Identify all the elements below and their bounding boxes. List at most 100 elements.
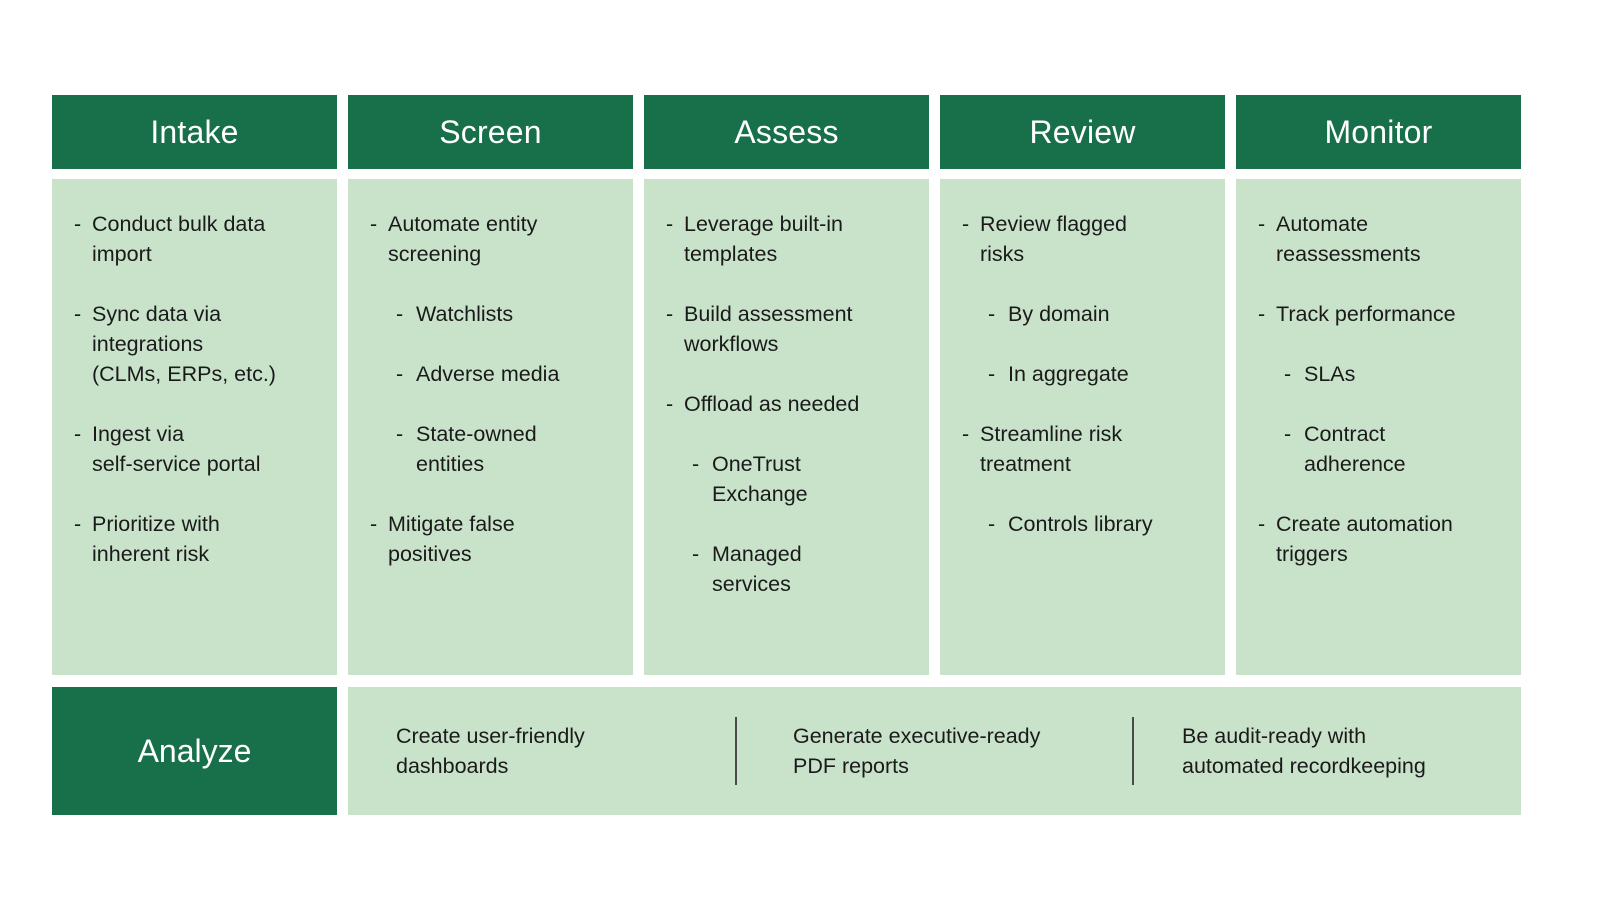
bullet-dash-icon: - (1258, 302, 1266, 326)
list-item: -Review flagged risks (962, 209, 1211, 269)
stage-column-review: Review-Review flagged risks-By domain-In… (940, 95, 1225, 675)
analyze-title: Analyze (137, 733, 252, 769)
stage-title: Assess (734, 114, 839, 150)
list-item: -Conduct bulk data import (74, 209, 323, 269)
bullet-dash-icon: - (692, 452, 700, 476)
list-item: -Contract adherence (1258, 419, 1507, 479)
list-item: -Offload as needed (666, 389, 915, 419)
bullet-text: Mitigate false positives (388, 512, 515, 566)
vertical-divider (1132, 717, 1134, 785)
list-item: -Sync data via integrations (CLMs, ERPs,… (74, 299, 323, 389)
bullet-text: Contract adherence (1304, 422, 1406, 476)
bullet-dash-icon: - (988, 302, 996, 326)
stage-body-intake: -Conduct bulk data import-Sync data via … (52, 179, 337, 675)
bullet-dash-icon: - (396, 362, 404, 386)
bullet-text: In aggregate (1008, 362, 1129, 386)
list-item: -Track performance (1258, 299, 1507, 329)
bullet-text: SLAs (1304, 362, 1356, 386)
list-item: -Watchlists (370, 299, 619, 329)
list-item: -OneTrust Exchange (666, 449, 915, 509)
bullet-dash-icon: - (74, 212, 82, 236)
bullet-text: Offload as needed (684, 392, 860, 416)
bullet-dash-icon: - (692, 542, 700, 566)
bullet-text: Managed services (712, 542, 802, 596)
analyze-header: Analyze (52, 687, 337, 815)
list-item: -Streamline risk treatment (962, 419, 1211, 479)
bullet-list: -Automate entity screening-Watchlists-Ad… (370, 209, 619, 569)
list-item: -Ingest via self-service portal (74, 419, 323, 479)
list-item: -Prioritize with inherent risk (74, 509, 323, 569)
bullet-dash-icon: - (988, 362, 996, 386)
bullet-text: Review flagged risks (980, 212, 1128, 266)
list-item: -Controls library (962, 509, 1211, 539)
bullet-text: Ingest via self-service portal (92, 422, 261, 476)
bullet-text: Controls library (1008, 512, 1153, 536)
analyze-items: Create user-friendly dashboards Generate … (348, 687, 1521, 815)
stage-header-screen: Screen (348, 95, 633, 169)
stage-column-assess: Assess-Leverage built-in templates-Build… (644, 95, 929, 675)
bullet-dash-icon: - (74, 422, 82, 446)
bullet-text: State-owned entities (416, 422, 537, 476)
list-item: -State-owned entities (370, 419, 619, 479)
bullet-text: Streamline risk treatment (980, 422, 1123, 476)
list-item: -Build assessment workflows (666, 299, 915, 359)
bullet-dash-icon: - (396, 422, 404, 446)
stage-title: Monitor (1324, 114, 1433, 150)
vertical-divider (735, 717, 737, 785)
stage-header-intake: Intake (52, 95, 337, 169)
bullet-dash-icon: - (962, 422, 970, 446)
list-item: -Mitigate false positives (370, 509, 619, 569)
bullet-text: Sync data via integrations (CLMs, ERPs, … (92, 302, 276, 386)
bullet-text: OneTrust Exchange (712, 452, 808, 506)
stage-columns: Intake-Conduct bulk data import-Sync dat… (52, 95, 1521, 675)
bullet-dash-icon: - (666, 212, 674, 236)
stage-header-assess: Assess (644, 95, 929, 169)
stage-body-assess: -Leverage built-in templates-Build asses… (644, 179, 929, 675)
bullet-text: Create automation triggers (1276, 512, 1453, 566)
list-item: -Automate entity screening (370, 209, 619, 269)
bullet-dash-icon: - (74, 512, 82, 536)
analyze-item: Create user-friendly dashboards (396, 724, 585, 778)
bullet-text: Adverse media (416, 362, 560, 386)
list-item: -Create automation triggers (1258, 509, 1507, 569)
bullet-text: By domain (1008, 302, 1110, 326)
bullet-dash-icon: - (666, 302, 674, 326)
bullet-list: -Review flagged risks-By domain-In aggre… (962, 209, 1211, 539)
analyze-item: Be audit-ready with automated recordkeep… (1182, 724, 1426, 778)
bullet-dash-icon: - (1284, 362, 1292, 386)
bullet-text: Track performance (1276, 302, 1456, 326)
bullet-dash-icon: - (396, 302, 404, 326)
bullet-dash-icon: - (74, 302, 82, 326)
bullet-text: Watchlists (416, 302, 514, 326)
bullet-dash-icon: - (988, 512, 996, 536)
bullet-dash-icon: - (370, 512, 378, 536)
bullet-text: Automate entity screening (388, 212, 538, 266)
analyze-item: Generate executive-ready PDF reports (793, 724, 1041, 778)
bullet-list: -Automate reassessments-Track performanc… (1258, 209, 1507, 569)
stage-body-monitor: -Automate reassessments-Track performanc… (1236, 179, 1521, 675)
bullet-text: Leverage built-in templates (684, 212, 843, 266)
stage-column-screen: Screen-Automate entity screening-Watchli… (348, 95, 633, 675)
bullet-dash-icon: - (1284, 422, 1292, 446)
analyze-row: Analyze Create user-friendly dashboards G… (52, 687, 1521, 815)
stage-header-review: Review (940, 95, 1225, 169)
bullet-text: Automate reassessments (1276, 212, 1421, 266)
list-item: -Adverse media (370, 359, 619, 389)
bullet-list: -Leverage built-in templates-Build asses… (666, 209, 915, 599)
bullet-dash-icon: - (962, 212, 970, 236)
stage-title: Intake (150, 114, 239, 150)
stage-column-monitor: Monitor-Automate reassessments-Track per… (1236, 95, 1521, 675)
stage-column-intake: Intake-Conduct bulk data import-Sync dat… (52, 95, 337, 675)
list-item: -SLAs (1258, 359, 1507, 389)
bullet-text: Build assessment workflows (684, 302, 853, 356)
stage-body-screen: -Automate entity screening-Watchlists-Ad… (348, 179, 633, 675)
list-item: -By domain (962, 299, 1211, 329)
stage-body-review: -Review flagged risks-By domain-In aggre… (940, 179, 1225, 675)
list-item: -Leverage built-in templates (666, 209, 915, 269)
bullet-text: Prioritize with inherent risk (92, 512, 220, 566)
stage-title: Review (1029, 114, 1136, 150)
bullet-dash-icon: - (1258, 512, 1266, 536)
list-item: -Automate reassessments (1258, 209, 1507, 269)
bullet-dash-icon: - (1258, 212, 1266, 236)
